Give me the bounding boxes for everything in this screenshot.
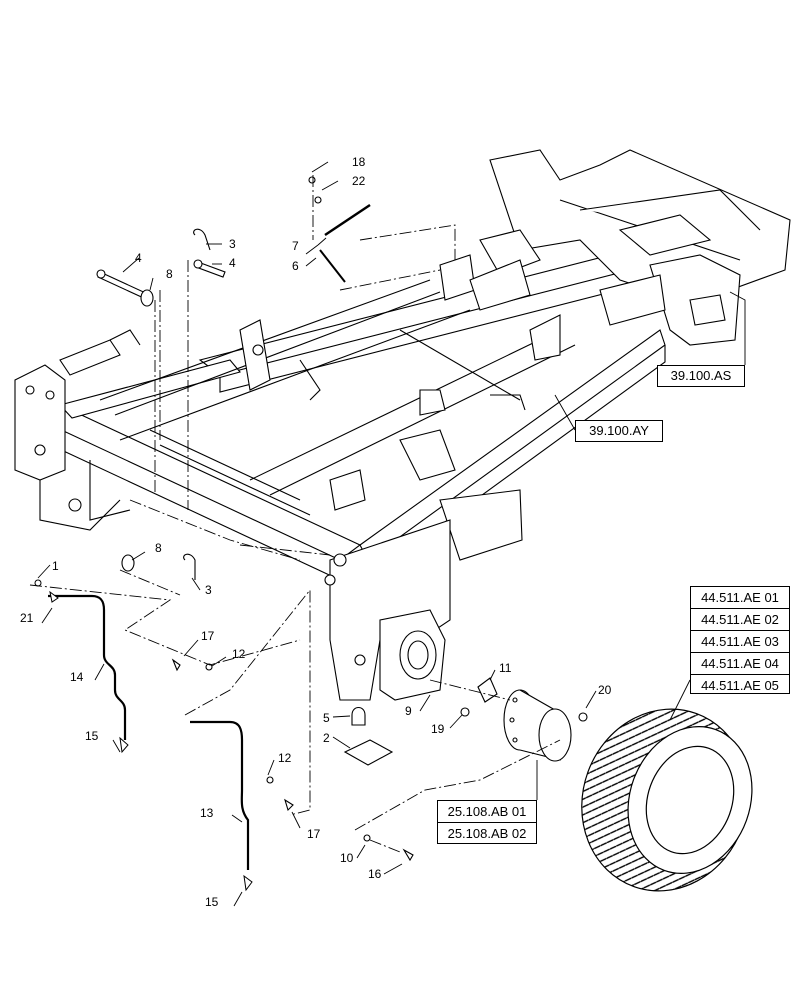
callout-17-lower: 17	[307, 827, 321, 841]
wheel-tire	[581, 708, 753, 892]
hub-tower	[324, 429, 523, 701]
hub-assembly	[503, 689, 572, 762]
callout-18: 18	[352, 155, 366, 169]
callout-1: 1	[52, 559, 59, 573]
reference-frame-rear[interactable]: 39.100.AS	[657, 365, 745, 387]
callout-3-lower: 3	[205, 583, 212, 597]
callout-13: 13	[200, 806, 214, 820]
reference-frame-main-label: 39.100.AY	[589, 423, 649, 438]
callout-5: 5	[323, 711, 330, 725]
callout-14: 14	[70, 670, 84, 684]
reference-hub-02[interactable]: 25.108.AB 02	[438, 822, 536, 844]
callout-15-upper: 15	[85, 729, 99, 743]
callout-4-left: 4	[135, 251, 142, 265]
callout-22: 22	[352, 174, 366, 188]
callout-3-upper: 3	[229, 237, 236, 251]
callout-6: 6	[292, 259, 299, 273]
small-parts	[96, 176, 588, 862]
line-fittings	[34, 579, 253, 892]
callout-19: 19	[431, 722, 445, 736]
callout-2: 2	[323, 731, 330, 745]
callout-9: 9	[405, 704, 412, 718]
callout-20: 20	[598, 683, 612, 697]
reference-wheel-03[interactable]: 44.511.AE 03	[691, 630, 789, 652]
callout-8-lower: 8	[155, 541, 162, 555]
main-frame	[14, 249, 666, 581]
leader-lines	[29, 175, 561, 853]
callout-15-lower: 15	[205, 895, 219, 909]
reference-wheel-04[interactable]: 44.511.AE 04	[691, 652, 789, 674]
reference-frame-rear-label: 39.100.AS	[670, 368, 732, 383]
callout-12-lower: 12	[278, 751, 292, 765]
rear-frame-weight	[439, 149, 791, 361]
reference-leaders	[536, 291, 746, 800]
reference-wheel-group: 44.511.AE 01 44.511.AE 02 44.511.AE 03 4…	[690, 586, 790, 694]
callout-16: 16	[368, 867, 382, 881]
reference-frame-main[interactable]: 39.100.AY	[575, 420, 663, 442]
reference-wheel-01[interactable]: 44.511.AE 01	[701, 590, 779, 605]
callout-7: 7	[292, 239, 299, 253]
callout-8-upper: 8	[166, 267, 173, 281]
reference-wheel-02[interactable]: 44.511.AE 02	[691, 608, 789, 630]
callout-labels: 1 2 3 3 4 4 5 6 7 8 8 9 10 11 12 12 13 1…	[20, 155, 612, 909]
callout-11: 11	[499, 661, 512, 675]
callout-12-upper: 12	[232, 647, 246, 661]
reference-hub-group: 25.108.AB 01 25.108.AB 02	[437, 800, 537, 844]
reference-wheel-05[interactable]: 44.511.AE 05	[691, 674, 789, 696]
callout-10: 10	[340, 851, 354, 865]
callout-21: 21	[20, 611, 34, 625]
hydraulic-lines	[48, 594, 250, 870]
callout-17-upper: 17	[201, 629, 215, 643]
callout-ticks	[37, 161, 597, 907]
callout-4-right: 4	[229, 256, 236, 270]
reference-hub-01[interactable]: 25.108.AB 01	[447, 804, 527, 819]
